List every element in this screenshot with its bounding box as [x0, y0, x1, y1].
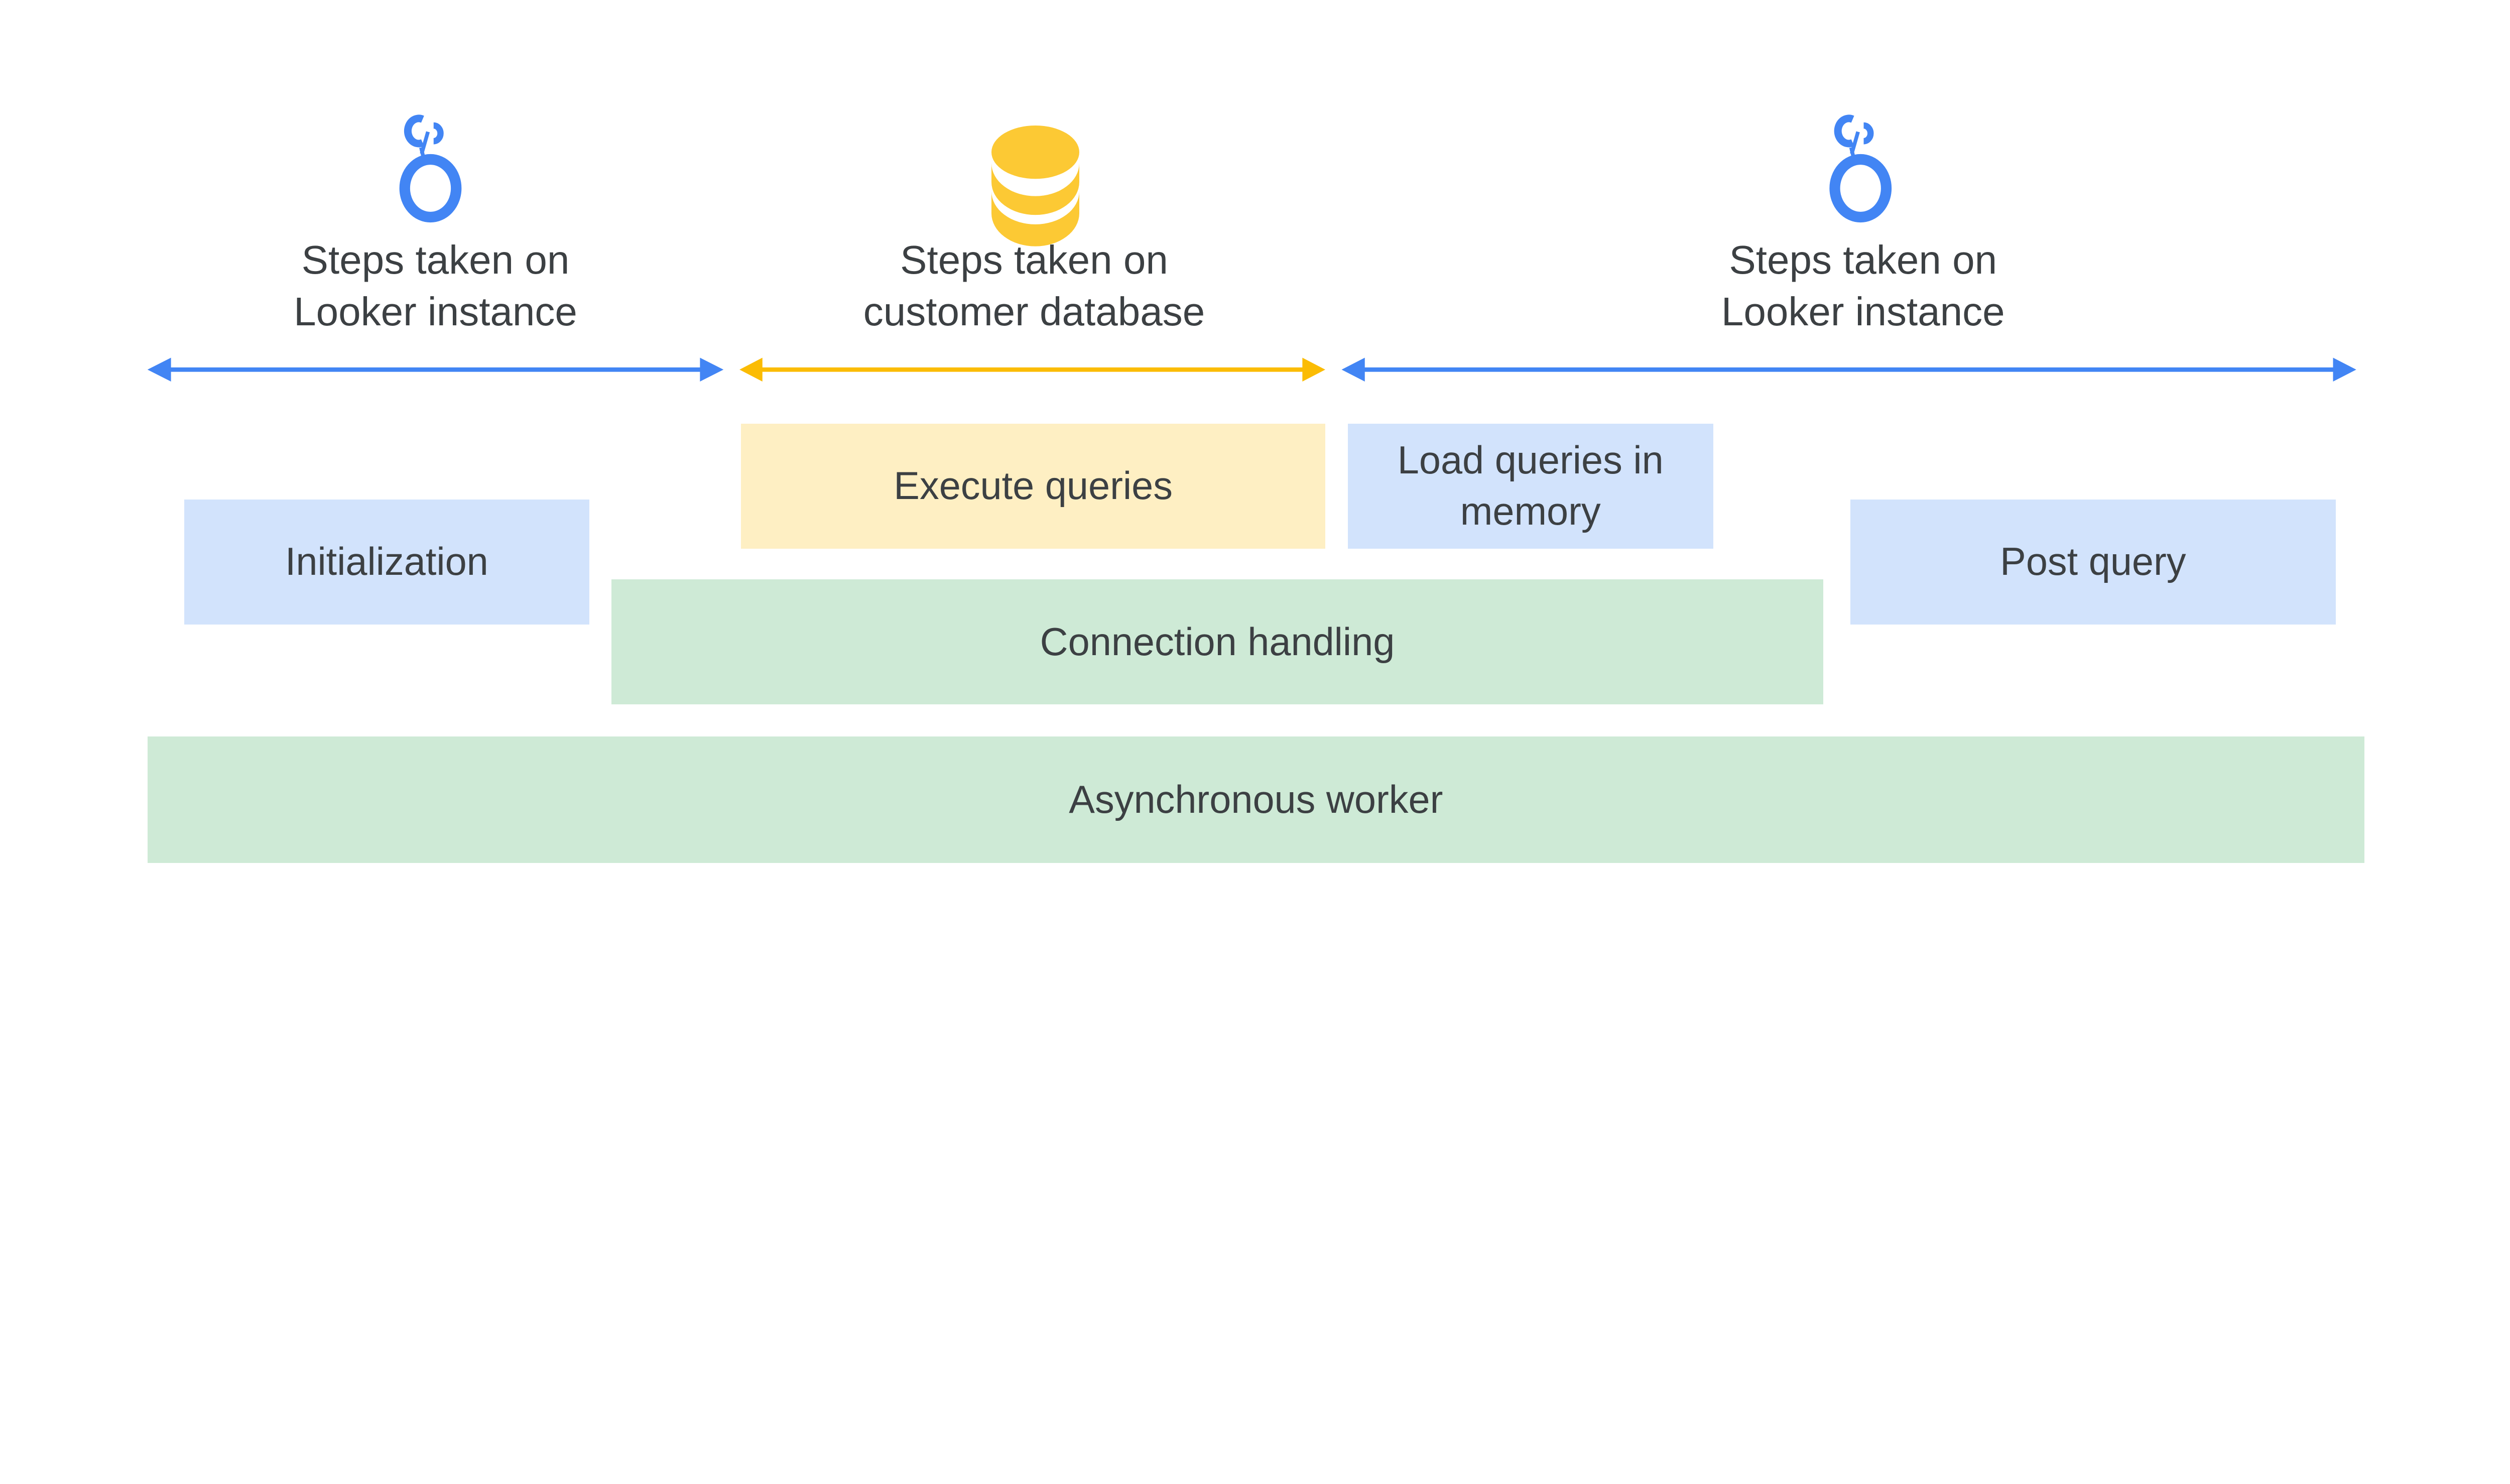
asynchronous-worker-box: Asynchronous worker — [147, 736, 2364, 863]
section-label-looker-2: Steps taken on Looker instance — [1644, 234, 2083, 338]
section-label-line: Steps taken on — [301, 237, 570, 282]
section-label-database: Steps taken on customer database — [815, 234, 1254, 338]
section-label-line: customer database — [863, 289, 1205, 334]
arrow-database — [739, 357, 1325, 382]
section-label-line: Looker instance — [294, 289, 577, 334]
arrow-looker-right — [1341, 357, 2356, 382]
looker-icon — [399, 114, 462, 223]
execute-queries-box: Execute queries — [741, 423, 1325, 549]
section-label-line: Steps taken on — [900, 237, 1168, 282]
section-label-line: Looker instance — [1721, 289, 2005, 334]
diagram-graphics — [147, 114, 2356, 382]
load-queries-box: Load queries in memory — [1348, 423, 1713, 549]
post-query-box: Post query — [1850, 500, 2336, 625]
section-label-looker-1: Steps taken on Looker instance — [216, 234, 655, 338]
initialization-box: Initialization — [184, 500, 589, 625]
database-icon — [991, 126, 1079, 246]
section-label-line: Steps taken on — [1729, 237, 1997, 282]
connection-handling-box: Connection handling — [611, 579, 1823, 705]
looker-icon — [1829, 114, 1892, 223]
arrow-looker-left — [147, 357, 724, 382]
